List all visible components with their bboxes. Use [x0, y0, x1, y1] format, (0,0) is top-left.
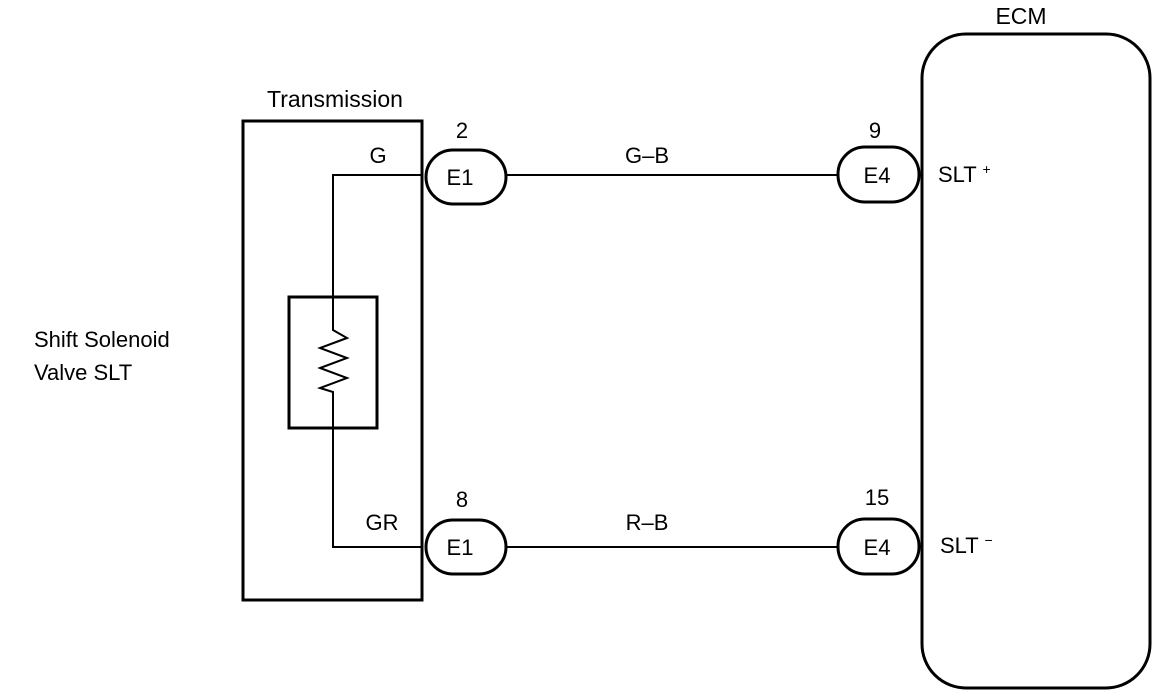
- connector-pin-number-e1-top: 2: [456, 118, 468, 143]
- ecm-terminal-slt-minus-sup: −: [984, 532, 992, 548]
- ecm-terminal-slt-plus: SLT +: [938, 161, 991, 187]
- ecm-terminal-slt-plus-base: SLT: [938, 162, 976, 187]
- connector-pin-number-e4-top: 9: [869, 118, 881, 143]
- connector-e1-bottom-label: E1: [447, 535, 474, 560]
- connector-e4-bottom: [836, 517, 921, 576]
- component-label-line1: Shift Solenoid: [34, 327, 170, 352]
- connector-e1-top: [424, 148, 508, 206]
- transmission-box: [241, 119, 424, 602]
- connector-e4-top: [836, 145, 921, 204]
- transmission-unit: Transmission: [241, 86, 424, 602]
- wire-color-code-g-b: G–B: [625, 143, 669, 168]
- connector-pin-number-e4-bottom: 15: [865, 485, 889, 510]
- circuit-slt-minus: GR 8 E1 R–B 15 E4 SLT −: [366, 485, 993, 576]
- ecm-unit: ECM: [920, 3, 1152, 690]
- connector-e4-bottom-label: E4: [864, 535, 891, 560]
- shift-solenoid-valve: Shift Solenoid Valve SLT: [34, 295, 379, 430]
- transmission-wire-label-gr: GR: [366, 510, 399, 535]
- circuit-slt-plus: G 2 E1 G–B 9 E4 SLT +: [369, 118, 991, 206]
- connector-pin-number-e1-bottom: 8: [456, 487, 468, 512]
- connector-e4-top-label: E4: [864, 163, 891, 188]
- internal-wire-bottom: [332, 428, 422, 548]
- connector-e1-top-label: E1: [447, 165, 474, 190]
- ecm-terminal-slt-minus: SLT −: [940, 532, 993, 558]
- transmission-wire-label-g: G: [369, 143, 386, 168]
- ecm-terminal-slt-plus-sup: +: [982, 161, 990, 177]
- solenoid-coil-symbol: [316, 297, 350, 428]
- internal-wire-top: [332, 174, 422, 297]
- ecm-terminal-slt-minus-base: SLT: [940, 533, 978, 558]
- ecm-box: [920, 32, 1152, 690]
- component-label-line2: Valve SLT: [34, 360, 132, 385]
- wire-color-code-r-b: R–B: [626, 510, 669, 535]
- transmission-title: Transmission: [267, 86, 403, 112]
- ecm-title: ECM: [995, 3, 1046, 29]
